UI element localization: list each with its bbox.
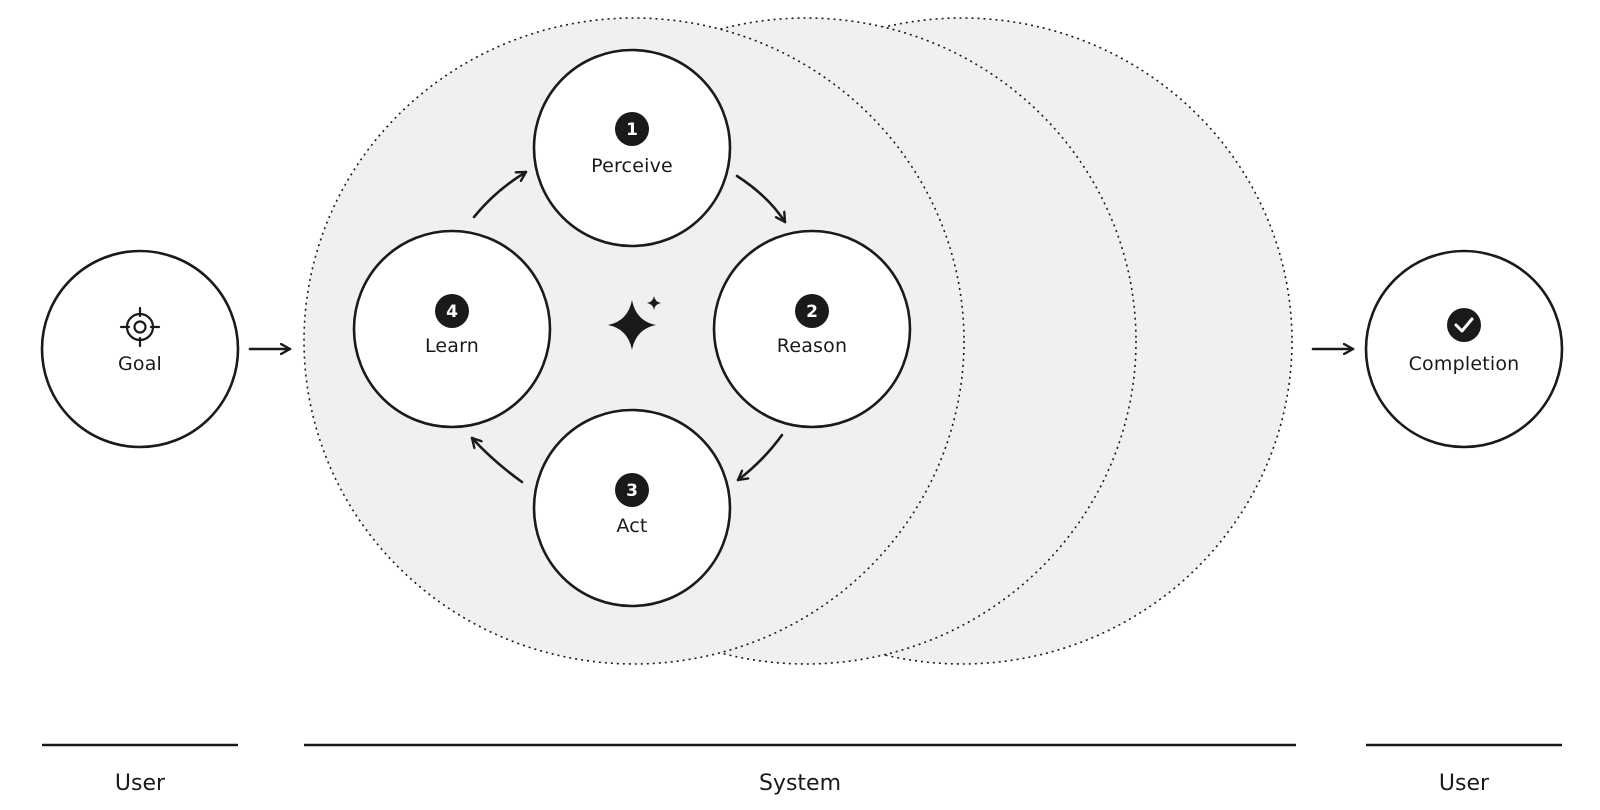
svg-text:3: 3: [626, 481, 638, 501]
arrow-reason-to-act: [736, 433, 784, 482]
perceive-step-badge: 1: [615, 112, 649, 146]
sparkle-icon: [608, 296, 661, 350]
reason-node: 2 Reason: [712, 229, 912, 429]
arrow-learn-to-perceive: [472, 170, 528, 219]
completion-node: Completion: [1364, 249, 1564, 449]
perceive-node: 1 Perceive: [532, 48, 732, 248]
reason-label: Reason: [777, 335, 847, 357]
lane-label-user-left: User: [115, 771, 166, 796]
goal-node: Goal: [40, 249, 240, 449]
svg-text:1: 1: [626, 120, 638, 140]
completion-label: Completion: [1409, 353, 1520, 375]
act-node: 3 Act: [532, 408, 732, 608]
check-circle-icon: [1447, 308, 1481, 342]
target-icon: [119, 306, 161, 348]
lane-label-system: System: [759, 771, 841, 796]
perceive-label: Perceive: [591, 155, 673, 177]
learn-step-badge: 4: [435, 294, 469, 328]
learn-node: 4 Learn: [352, 229, 552, 429]
act-step-badge: 3: [615, 473, 649, 507]
act-label: Act: [616, 515, 647, 537]
reason-step-badge: 2: [795, 294, 829, 328]
svg-text:4: 4: [446, 302, 458, 322]
arrow-act-to-learn: [470, 436, 524, 484]
lane-label-user-right: User: [1439, 771, 1490, 796]
learn-label: Learn: [425, 335, 479, 357]
goal-label: Goal: [118, 353, 162, 375]
arrow-perceive-to-reason: [735, 174, 787, 224]
svg-text:2: 2: [806, 302, 818, 322]
